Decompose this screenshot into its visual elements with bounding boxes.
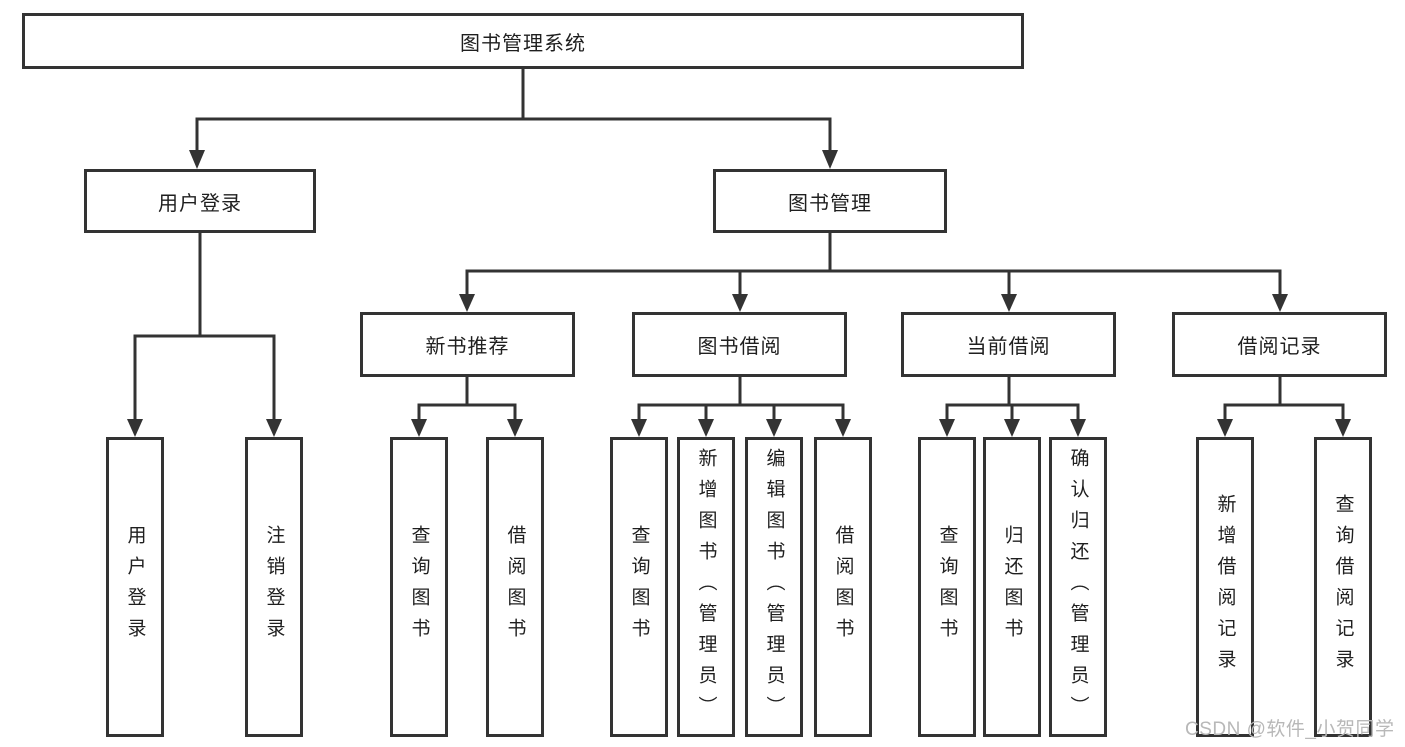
leaf-query-books-2: 查询图书	[610, 437, 668, 737]
leaf-return-books-label: 归还图书	[1001, 525, 1023, 649]
leaf-query-books-1-label: 查询图书	[408, 525, 430, 649]
node-root-system: 图书管理系统	[22, 13, 1024, 69]
node-new-book-recommend: 新书推荐	[360, 312, 575, 377]
leaf-query-books-3: 查询图书	[918, 437, 976, 737]
node-borrow-records: 借阅记录	[1172, 312, 1387, 377]
leaf-borrow-books-1: 借阅图书	[486, 437, 544, 737]
leaf-user-login: 用户登录	[106, 437, 164, 737]
leaf-query-books-2-label: 查询图书	[628, 525, 650, 649]
node-current-borrow: 当前借阅	[901, 312, 1116, 377]
leaf-return-books: 归还图书	[983, 437, 1041, 737]
node-book-borrow: 图书借阅	[632, 312, 847, 377]
leaf-confirm-return-admin: 确认归还（管理员）	[1049, 437, 1107, 737]
node-root-label: 图书管理系统	[460, 32, 586, 55]
node-user-login: 用户登录	[84, 169, 316, 233]
leaf-add-books-admin-label: 新增图书（管理员）	[695, 447, 717, 727]
leaf-add-borrow-record: 新增借阅记录	[1196, 437, 1254, 737]
leaf-edit-books-admin-label: 编辑图书（管理员）	[763, 447, 785, 727]
csdn-watermark: CSDN @软件_小贺同学	[1185, 719, 1395, 740]
leaf-borrow-books-1-label: 借阅图书	[504, 525, 526, 649]
leaf-add-borrow-record-label: 新增借阅记录	[1214, 494, 1236, 680]
leaf-confirm-return-admin-label: 确认归还（管理员）	[1067, 447, 1089, 727]
node-book-management-label: 图书管理	[788, 192, 872, 215]
leaf-borrow-books-2: 借阅图书	[814, 437, 872, 737]
leaf-query-books-1: 查询图书	[390, 437, 448, 737]
node-borrow-records-label: 借阅记录	[1237, 336, 1322, 358]
leaf-add-books-admin: 新增图书（管理员）	[677, 437, 735, 737]
leaf-query-borrow-record: 查询借阅记录	[1314, 437, 1372, 737]
leaf-logout: 注销登录	[245, 437, 303, 737]
node-user-login-label: 用户登录	[158, 192, 242, 215]
leaf-query-borrow-record-label: 查询借阅记录	[1332, 494, 1354, 680]
node-book-management: 图书管理	[713, 169, 947, 233]
leaf-user-login-label: 用户登录	[124, 525, 146, 649]
leaf-borrow-books-2-label: 借阅图书	[832, 525, 854, 649]
node-book-borrow-label: 图书借阅	[697, 336, 782, 358]
node-new-book-recommend-label: 新书推荐	[425, 336, 510, 358]
leaf-logout-label: 注销登录	[263, 525, 285, 649]
node-current-borrow-label: 当前借阅	[966, 336, 1051, 358]
leaf-edit-books-admin: 编辑图书（管理员）	[745, 437, 803, 737]
leaf-query-books-3-label: 查询图书	[936, 525, 958, 649]
